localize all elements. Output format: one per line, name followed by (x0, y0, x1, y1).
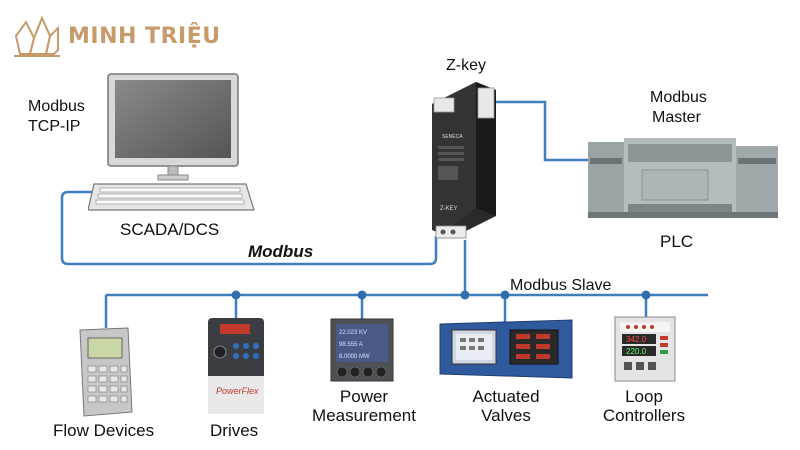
power-caption-line1: Power (339, 387, 389, 406)
drive-brand-text: PowerFlex (216, 386, 259, 396)
valves-node-dot (500, 290, 510, 300)
loop-node-dot (641, 290, 651, 300)
scada-caption: SCADA/DCS (120, 220, 220, 239)
zkey-brand-text: SENECA (442, 134, 463, 140)
zkey-label: Z-key (446, 57, 486, 74)
slave-bus-label: Modbus Slave (510, 277, 612, 294)
loop-controller-icon: 342.0 220.0 (614, 316, 676, 382)
loop-caption-line1: Loop (625, 387, 663, 406)
crystal-logo-icon (14, 15, 60, 57)
power-caption-line2: Measurement (312, 406, 416, 425)
flow-devices-caption: Flow Devices (53, 421, 155, 440)
drives-caption: Drives (210, 421, 259, 440)
loop-caption-line2: Controllers (602, 406, 686, 425)
plc-caption: PLC (660, 232, 694, 251)
master-link-line (496, 100, 588, 162)
power-meter-icon: 22.023 KV 98.555 A 8.0000 MW (330, 318, 394, 382)
flow-device-icon (79, 327, 133, 417)
power-readout-3: 8.0000 MW (339, 354, 370, 360)
drives-node-dot (231, 290, 241, 300)
plc-icon (588, 138, 778, 218)
valves-caption-line2: Valves (481, 406, 531, 425)
drive-icon: PowerFlex (208, 318, 264, 414)
loop-readout-1: 342.0 (626, 335, 647, 344)
scada-computer-icon (88, 73, 255, 211)
zkey-model-text: Z-KEY (440, 206, 458, 212)
zkey-device-icon: SENECA Z-KEY (432, 82, 496, 239)
loop-readout-2: 220.0 (626, 347, 647, 356)
scada-protocol-label-line1: Modbus (28, 98, 85, 115)
modbus-tcp-link-line (60, 190, 438, 266)
valves-caption-line1: Actuated (472, 387, 540, 406)
power-readout-2: 98.555 A (339, 342, 363, 348)
valve-panel-icon (439, 319, 573, 379)
power-node-dot (357, 290, 367, 300)
scada-protocol-label-line2: TCP-IP (28, 118, 81, 135)
modbus-link-label: Modbus (248, 242, 314, 261)
master-label-line2: Master (652, 109, 701, 126)
master-label-line1: Modbus (650, 89, 707, 106)
zkey-node-dot (460, 290, 470, 300)
power-readout-1: 22.023 KV (339, 330, 367, 336)
brand-name: MINH TRIỆU (68, 24, 221, 49)
